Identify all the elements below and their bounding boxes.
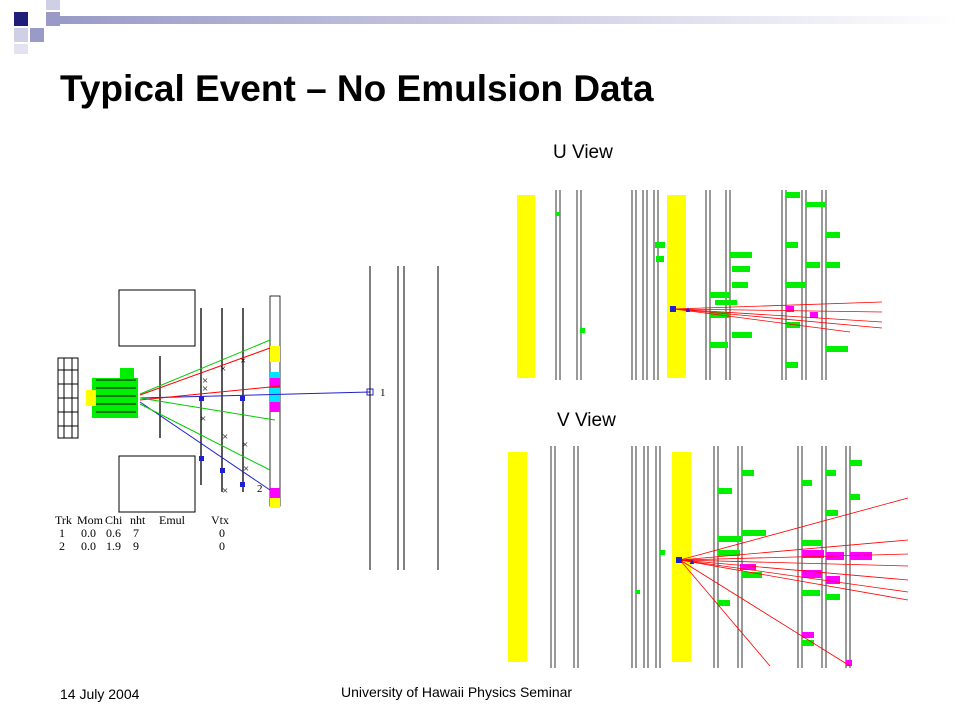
v-view-label: V View [557, 410, 616, 431]
v-view-panel: ▲ [508, 446, 909, 668]
target-hit-cluster [86, 368, 138, 418]
svg-text:×: × [240, 355, 246, 367]
svg-text:×: × [222, 485, 228, 497]
svg-text:×: × [243, 463, 249, 475]
svg-text:×: × [220, 363, 226, 375]
magnet-box-bottom [118, 455, 196, 513]
magnet-box-top [118, 289, 196, 347]
svg-text:×: × [242, 439, 248, 451]
reconstructed-tracks [139, 339, 371, 491]
slide-title: Typical Event – No Emulsion Data [60, 68, 654, 109]
svg-text:×: × [202, 375, 208, 387]
svg-text:×: × [202, 383, 208, 395]
slide-date: 14 July 2004 [60, 686, 140, 702]
detector-stack [57, 357, 79, 439]
svg-text:×: × [222, 431, 228, 443]
svg-text:▲: ▲ [688, 557, 696, 566]
u-view-panel: ▲ [517, 190, 883, 380]
u-view-label: U View [553, 142, 613, 163]
svg-text:×: × [200, 413, 206, 425]
slide-footer: University of Hawaii Physics Seminar [341, 684, 573, 700]
track-label-1: 1 [380, 387, 386, 399]
track-label-2: 2 [257, 483, 263, 495]
svg-text:▲: ▲ [684, 305, 692, 314]
